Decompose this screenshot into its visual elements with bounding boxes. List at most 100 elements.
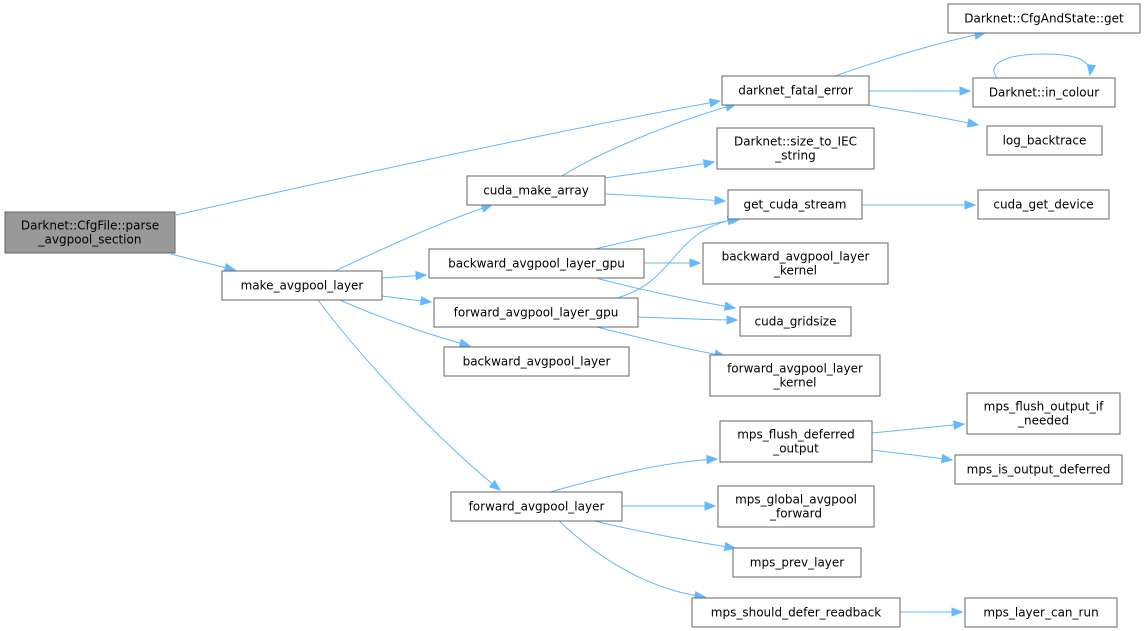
node-label: Darknet::in_colour bbox=[989, 86, 1099, 100]
edge-line bbox=[859, 103, 979, 126]
node-size-to-IEC-string[interactable]: Darknet::size_to_IEC_string bbox=[716, 127, 875, 170]
node-backward-avgpool-layer[interactable]: backward_avgpool_layer bbox=[443, 346, 630, 377]
node-backward-avgpool-layer-kernel[interactable]: backward_avgpool_layer_kernel bbox=[702, 242, 889, 285]
edge-forward_avgpool_layer-to-mps_prev_layer bbox=[589, 519, 737, 552]
node-label: _string bbox=[774, 149, 815, 163]
node-label: forward_avgpool_layer bbox=[727, 362, 863, 376]
edge-parse_avgpool_section-to-make_avgpool_layer bbox=[170, 253, 237, 273]
edge-line bbox=[871, 423, 965, 434]
edge-line bbox=[616, 217, 743, 299]
edge-make_avgpool_layer-to-backward_avgpool_layer bbox=[339, 299, 472, 348]
edge-backward_avgpool_layer_gpu-to-backward_avgpool_layer_kernel bbox=[644, 258, 702, 268]
arrowhead-icon bbox=[420, 296, 433, 306]
edge-line bbox=[334, 204, 493, 272]
edge-cuda_make_array-to-size_to_IEC_string bbox=[604, 159, 716, 179]
node-box bbox=[716, 127, 875, 170]
edge-darknet_fatal_error-to-CfgAndState_get bbox=[834, 30, 987, 77]
node-box bbox=[443, 346, 630, 377]
node-mps-is-output-deferred[interactable]: mps_is_output_deferred bbox=[954, 454, 1123, 485]
node-forward-avgpool-layer-kernel[interactable]: forward_avgpool_layer_kernel bbox=[709, 354, 881, 397]
node-box bbox=[954, 454, 1123, 485]
node-CfgAndState-get[interactable]: Darknet::CfgAndState::get bbox=[947, 3, 1141, 34]
edge-in_colour-to-in_colour bbox=[993, 53, 1097, 79]
edge-line bbox=[604, 193, 726, 202]
edge-line bbox=[595, 277, 736, 309]
node-cuda-make-array[interactable]: cuda_make_array bbox=[466, 175, 606, 206]
edge-parse_avgpool_section-to-darknet_fatal_error bbox=[175, 98, 722, 216]
edge-line bbox=[871, 449, 953, 461]
arrowhead-icon bbox=[708, 98, 722, 108]
node-label: backward_avgpool_layer_gpu bbox=[448, 257, 625, 271]
edge-get_cuda_stream-to-cuda_get_device bbox=[862, 200, 977, 210]
arrowhead-icon bbox=[726, 315, 739, 325]
node-label: backward_avgpool_layer bbox=[463, 355, 611, 369]
edge-forward_avgpool_layer-to-mps_should_defer_readback bbox=[557, 519, 707, 601]
node-forward-avgpool-layer-gpu[interactable]: forward_avgpool_layer_gpu bbox=[433, 297, 639, 328]
edge-mps_flush_deferred_output-to-mps_is_output_deferred bbox=[871, 449, 954, 464]
arrowhead-icon bbox=[704, 501, 717, 511]
node-label: cuda_gridsize bbox=[755, 315, 837, 329]
node-box bbox=[732, 547, 862, 578]
node-mps-global-avgpool-forward[interactable]: mps_global_avgpool_forward bbox=[717, 485, 875, 528]
node-mps-layer-can-run[interactable]: mps_layer_can_run bbox=[964, 597, 1118, 628]
arrowhead-icon bbox=[1086, 63, 1097, 77]
node-label: _needed bbox=[1017, 414, 1069, 428]
node-parse-avgpool-section: Darknet::CfgFile::parse_avgpool_section bbox=[4, 211, 176, 254]
arrowhead-icon bbox=[223, 262, 237, 273]
node-cuda-gridsize[interactable]: cuda_gridsize bbox=[739, 306, 852, 337]
arrowhead-icon bbox=[959, 86, 972, 96]
edge-line bbox=[834, 32, 986, 77]
node-mps-flush-deferred-output[interactable]: mps_flush_deferred_output bbox=[719, 420, 873, 463]
node-mps-should-defer-readback[interactable]: mps_should_defer_readback bbox=[691, 597, 901, 628]
edge-line bbox=[589, 519, 736, 549]
node-label: get_cuda_stream bbox=[744, 198, 847, 212]
arrowhead-icon bbox=[458, 338, 472, 348]
node-box bbox=[428, 248, 645, 279]
node-label: mps_should_defer_readback bbox=[711, 606, 881, 620]
arrowhead-icon bbox=[689, 258, 702, 268]
node-label: make_avgpool_layer bbox=[241, 279, 364, 293]
node-log-backtrace[interactable]: log_backtrace bbox=[986, 125, 1103, 156]
node-label: _forward bbox=[769, 507, 822, 521]
node-box bbox=[986, 125, 1103, 156]
node-darknet-fatal-error[interactable]: darknet_fatal_error bbox=[721, 75, 870, 106]
node-in-colour[interactable]: Darknet::in_colour bbox=[972, 77, 1116, 108]
node-box bbox=[466, 175, 606, 206]
node-label: Darknet::size_to_IEC bbox=[734, 135, 857, 149]
edge-backward_avgpool_layer_gpu-to-cuda_gridsize bbox=[595, 277, 737, 311]
arrowhead-icon bbox=[964, 200, 977, 210]
node-make-avgpool-layer[interactable]: make_avgpool_layer bbox=[221, 270, 383, 301]
node-box bbox=[739, 306, 852, 337]
arrowhead-icon bbox=[702, 159, 716, 169]
node-backward-avgpool-layer-gpu[interactable]: backward_avgpool_layer_gpu bbox=[428, 248, 645, 279]
arrowhead-icon bbox=[940, 453, 954, 464]
edge-cuda_make_array-to-get_cuda_stream bbox=[604, 193, 727, 206]
node-label: cuda_make_array bbox=[483, 184, 589, 198]
node-cuda-get-device[interactable]: cuda_get_device bbox=[977, 189, 1110, 220]
node-box bbox=[702, 242, 889, 285]
node-box bbox=[977, 189, 1110, 220]
node-box bbox=[221, 270, 383, 301]
arrowhead-icon bbox=[415, 270, 428, 281]
node-box bbox=[719, 420, 873, 463]
node-box bbox=[4, 211, 176, 254]
node-get-cuda-stream[interactable]: get_cuda_stream bbox=[727, 189, 863, 220]
node-label: mps_prev_layer bbox=[750, 556, 845, 570]
node-label: mps_flush_output_if bbox=[984, 400, 1104, 414]
edge-line bbox=[993, 53, 1091, 79]
node-box bbox=[709, 354, 881, 397]
edge-forward_avgpool_layer-to-mps_global_avgpool_forward bbox=[622, 501, 717, 511]
node-label: mps_global_avgpool bbox=[735, 493, 857, 507]
arrowhead-icon bbox=[966, 118, 980, 128]
edge-darknet_fatal_error-to-in_colour bbox=[869, 86, 972, 96]
node-forward-avgpool-layer[interactable]: forward_avgpool_layer bbox=[450, 491, 623, 522]
edge-line bbox=[561, 103, 737, 177]
node-mps-prev-layer[interactable]: mps_prev_layer bbox=[732, 547, 862, 578]
arrowhead-icon bbox=[706, 454, 719, 465]
node-label: _kernel bbox=[773, 376, 817, 390]
node-box bbox=[721, 75, 870, 106]
node-mps-flush-output-if-needed[interactable]: mps_flush_output_if_needed bbox=[966, 392, 1121, 435]
node-box bbox=[433, 297, 639, 328]
node-box bbox=[972, 77, 1116, 108]
